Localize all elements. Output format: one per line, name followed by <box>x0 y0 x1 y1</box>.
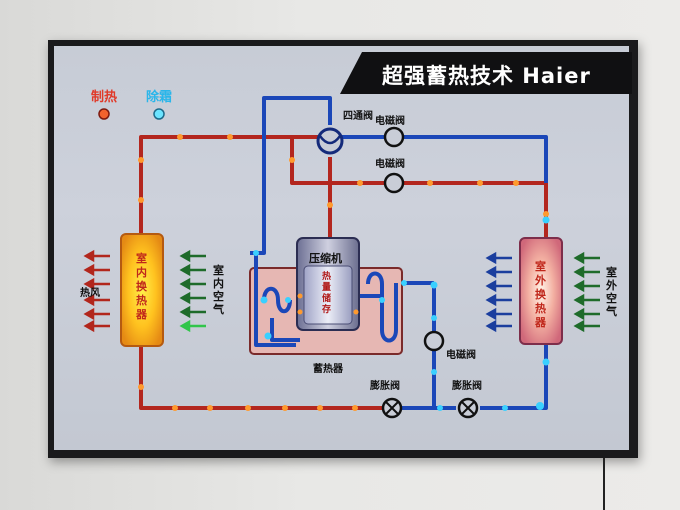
outdoor-air-label: 室外空气 <box>606 266 617 318</box>
solenoid-valve-middle-label: 电磁阀 <box>375 157 405 170</box>
four-way-valve-label: 四通阀 <box>343 109 373 122</box>
page-title: 超强蓄热技术 Haier <box>382 64 591 88</box>
outdoor-exchanger-label: 室外换热器 <box>535 260 546 329</box>
four-way-valve <box>316 127 344 155</box>
expansion-valve-left-label: 膨胀阀 <box>370 379 400 392</box>
cold-led-dots <box>253 216 550 411</box>
heat-storage-label: 蓄热器 <box>313 362 344 375</box>
hot-air-label: 热风 <box>80 286 100 299</box>
indoor-heat-exchanger <box>120 233 164 347</box>
solenoid-valve-top <box>383 126 405 148</box>
hot-led-dots <box>138 134 549 411</box>
heating-indicator-lamp <box>98 108 110 120</box>
solenoid-valve-top-label: 电磁阀 <box>375 114 405 127</box>
expansion-valve-right-label: 膨胀阀 <box>452 379 482 392</box>
outdoor-heat-exchanger <box>519 237 563 345</box>
cold-pipes <box>250 96 548 410</box>
hot-air-arrows <box>83 249 110 333</box>
compressor-label: 压缩机 <box>309 251 342 265</box>
heat-storage-text: 热量储存 <box>322 272 332 315</box>
compressor-core <box>303 265 353 325</box>
expansion-valve-right <box>457 397 479 419</box>
indoor-air-arrows <box>179 249 206 333</box>
defrost-indicator-label: 除霜 <box>146 89 172 105</box>
power-cable <box>603 458 611 510</box>
defrost-indicator-lamp <box>153 108 165 120</box>
outdoor-blue-arrows <box>485 251 512 333</box>
outdoor-air-arrows <box>573 251 600 333</box>
heating-indicator-label: 制热 <box>91 89 117 105</box>
expansion-valve-left <box>381 397 403 419</box>
solenoid-valve-right <box>423 330 445 352</box>
solenoid-valve-right-label: 电磁阀 <box>446 348 476 361</box>
solenoid-valve-middle <box>383 172 405 194</box>
title-banner <box>340 52 632 94</box>
indoor-air-label: 室内空气 <box>213 264 224 316</box>
indoor-exchanger-label: 室内换热器 <box>136 252 147 321</box>
